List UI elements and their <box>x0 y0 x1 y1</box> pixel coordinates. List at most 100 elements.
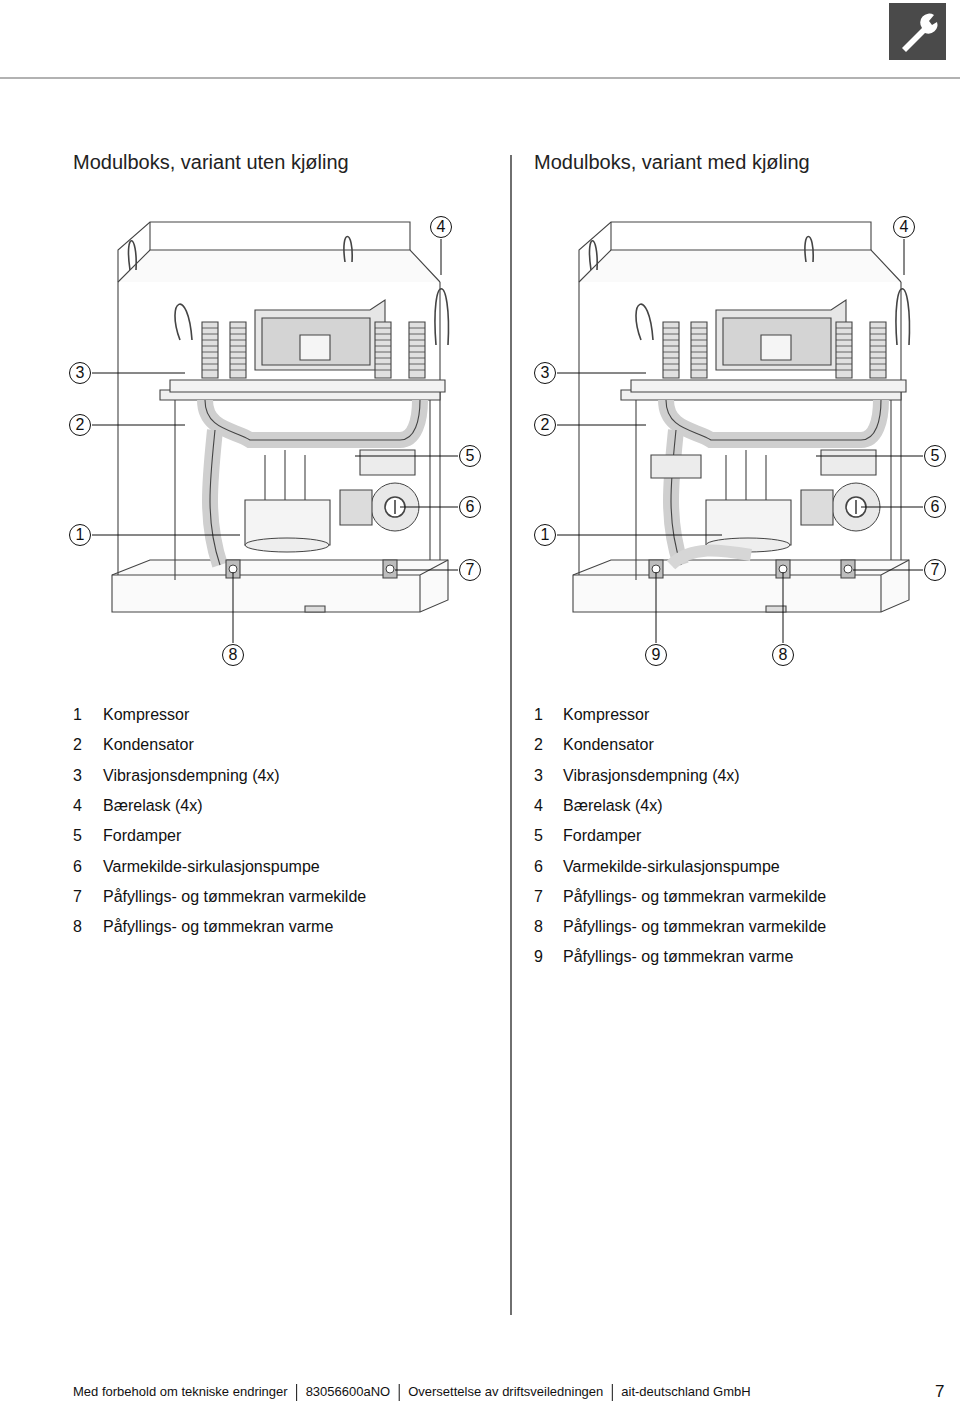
leader-line <box>816 456 923 457</box>
legend-number: 5 <box>73 827 82 845</box>
callout-number: 6 <box>924 496 946 518</box>
legend-text: Påfyllings- og tømmekran varmekilde <box>103 888 366 906</box>
leader-line <box>92 535 240 536</box>
leader-line <box>355 456 458 457</box>
callout-number: 7 <box>924 559 946 581</box>
callout-text: 2 <box>76 417 85 433</box>
footer-separator <box>399 1384 400 1401</box>
legend-number: 9 <box>534 948 543 966</box>
footer-text: ait-deutschland GmbH <box>621 1385 750 1400</box>
callout-number: 5 <box>459 445 481 467</box>
leader-line <box>441 239 442 275</box>
legend-number: 3 <box>534 767 543 785</box>
callout-text: 2 <box>541 417 550 433</box>
callout-text: 7 <box>931 562 940 578</box>
legend-text: Påfyllings- og tømmekran varme <box>103 918 333 936</box>
callout-number: 3 <box>534 362 556 384</box>
legend-text: Vibrasjonsdempning (4x) <box>103 767 280 785</box>
leader-line <box>904 239 905 275</box>
legend-number: 7 <box>73 888 82 906</box>
header-rule <box>0 77 960 79</box>
legend-text: Påfyllings- og tømmekran varme <box>563 948 793 966</box>
callout-text: 1 <box>76 527 85 543</box>
page-number: 7 <box>935 1382 944 1402</box>
legend-text: Kompressor <box>563 706 649 724</box>
callout-number: 9 <box>645 644 667 666</box>
column-divider <box>510 155 511 1315</box>
legend-number: 2 <box>73 736 82 754</box>
legend-text: Bærelask (4x) <box>103 797 203 815</box>
heat-pump-module <box>112 222 448 612</box>
callout-number: 5 <box>924 445 946 467</box>
legend-text: Kondensator <box>103 736 194 754</box>
callout-text: 6 <box>931 499 940 515</box>
footer-separator <box>612 1384 613 1401</box>
leader-line <box>92 373 185 374</box>
footer-text: Oversettelse av driftsveiledningen <box>408 1385 603 1400</box>
legend-text: Kompressor <box>103 706 189 724</box>
leader-line <box>400 507 458 508</box>
legend-number: 8 <box>73 918 82 936</box>
callout-number: 1 <box>69 524 91 546</box>
callout-text: 1 <box>541 527 550 543</box>
callout-text: 3 <box>76 365 85 381</box>
leader-line <box>557 535 722 536</box>
callout-text: 5 <box>466 448 475 464</box>
leader-line <box>233 572 234 643</box>
footer-text: 83056600aNO <box>306 1385 391 1400</box>
legend-number: 8 <box>534 918 543 936</box>
legend-number: 6 <box>73 858 82 876</box>
leader-line <box>861 507 923 508</box>
legend-number: 5 <box>534 827 543 845</box>
leader-line <box>92 425 185 426</box>
legend-number: 7 <box>534 888 543 906</box>
legend-number: 3 <box>73 767 82 785</box>
legend-text: Varmekilde-sirkulasjonspumpe <box>103 858 320 876</box>
callout-text: 8 <box>779 647 788 663</box>
legend-text: Påfyllings- og tømmekran varmekilde <box>563 918 826 936</box>
callout-text: 5 <box>931 448 940 464</box>
legend-number: 1 <box>73 706 82 724</box>
callout-number: 3 <box>69 362 91 384</box>
heat-pump-module <box>573 222 909 612</box>
callout-number: 1 <box>534 524 556 546</box>
legend-text: Påfyllings- og tømmekran varmekilde <box>563 888 826 906</box>
footer-text: Med forbehold om tekniske endringer <box>73 1385 288 1400</box>
legend-text: Varmekilde-sirkulasjonspumpe <box>563 858 780 876</box>
callout-number: 6 <box>459 496 481 518</box>
callout-number: 2 <box>534 414 556 436</box>
callout-number: 2 <box>69 414 91 436</box>
callout-number: 4 <box>430 216 452 238</box>
callout-text: 4 <box>900 219 909 235</box>
leader-line <box>656 572 657 643</box>
legend-number: 4 <box>534 797 543 815</box>
column-heading: Modulboks, variant med kjøling <box>534 151 810 174</box>
callout-text: 8 <box>229 647 238 663</box>
legend-text: Vibrasjonsdempning (4x) <box>563 767 740 785</box>
leader-line <box>395 570 458 571</box>
leader-line <box>557 373 646 374</box>
column-heading: Modulboks, variant uten kjøling <box>73 151 349 174</box>
leader-line <box>557 425 646 426</box>
callout-text: 3 <box>541 365 550 381</box>
leader-line <box>783 572 784 643</box>
callout-text: 7 <box>466 562 475 578</box>
legend-text: Fordamper <box>103 827 181 845</box>
legend-text: Fordamper <box>563 827 641 845</box>
callout-number: 8 <box>772 644 794 666</box>
legend-number: 2 <box>534 736 543 754</box>
legend-text: Bærelask (4x) <box>563 797 663 815</box>
callout-text: 9 <box>652 647 661 663</box>
callout-text: 6 <box>466 499 475 515</box>
legend-number: 6 <box>534 858 543 876</box>
callout-text: 4 <box>437 219 446 235</box>
legend-text: Kondensator <box>563 736 654 754</box>
footer-separator <box>296 1384 297 1401</box>
callout-number: 7 <box>459 559 481 581</box>
legend-number: 4 <box>73 797 82 815</box>
legend-number: 1 <box>534 706 543 724</box>
wrench-icon <box>889 3 946 60</box>
callout-number: 4 <box>893 216 915 238</box>
leader-line <box>853 570 923 571</box>
